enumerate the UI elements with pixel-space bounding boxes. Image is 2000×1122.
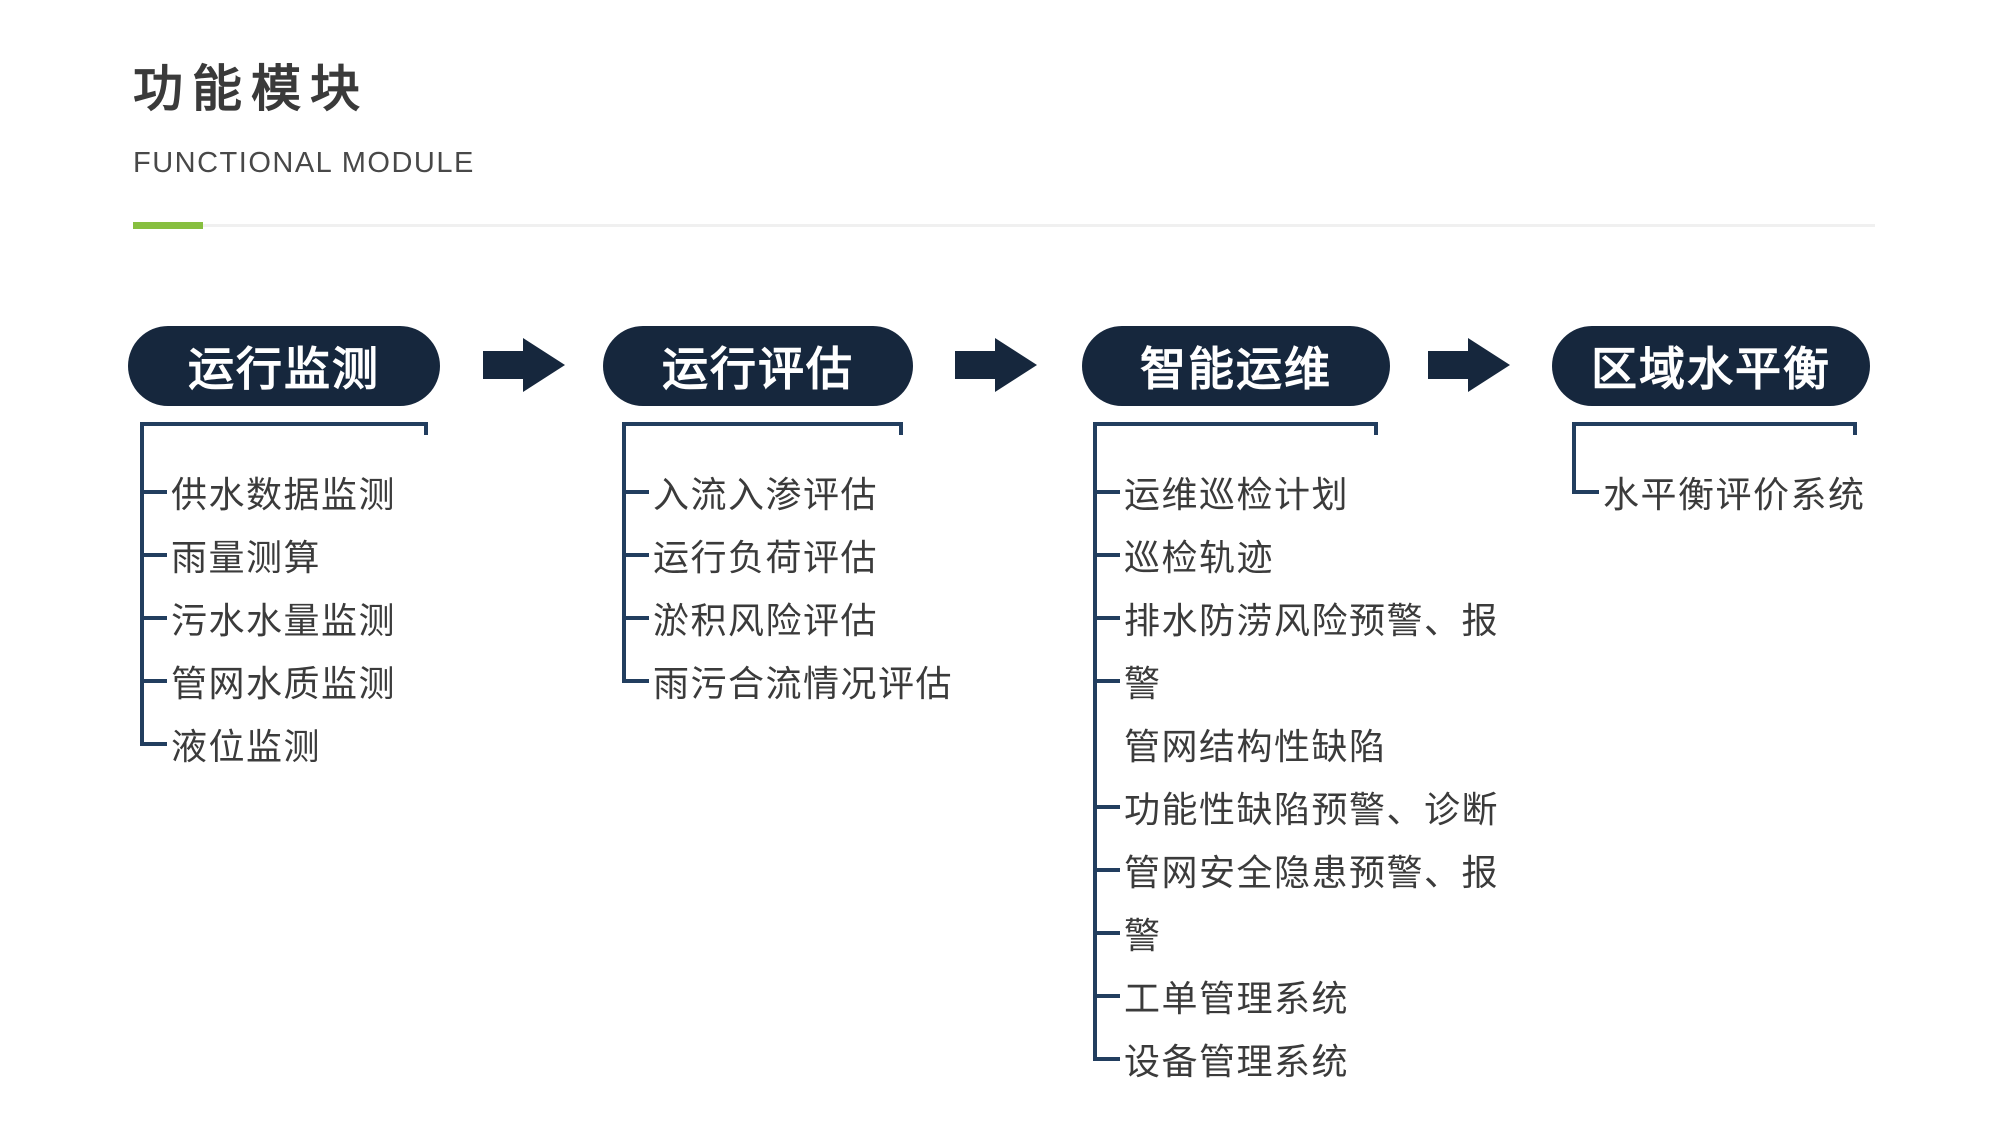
tree-item: 设备管理系统 xyxy=(1093,1027,1499,1090)
tree-bracket-line xyxy=(1093,422,1378,435)
tree-item: 淤积风险评估 xyxy=(622,586,953,649)
tick-connector xyxy=(622,615,649,620)
tree-item: 运维巡检计划 xyxy=(1093,460,1499,523)
tree-item-label: 警 xyxy=(1124,662,1162,704)
tree-item: 管网结构性缺陷 xyxy=(1093,712,1499,775)
tree-item-list: 入流入渗评估运行负荷评估淤积风险评估雨污合流情况评估 xyxy=(622,460,953,712)
tree-item: 水平衡评价系统 xyxy=(1572,460,1866,523)
tick-connector xyxy=(140,489,167,494)
module-pill-operation-monitoring: 运行监测 xyxy=(128,326,440,406)
tree-item-label: 管网水质监测 xyxy=(171,662,397,704)
tree-item: 液位监测 xyxy=(140,712,396,775)
page-subtitle: FUNCTIONAL MODULE xyxy=(133,147,475,179)
tree-item: 管网水质监测 xyxy=(140,649,396,712)
tick-connector xyxy=(140,552,167,557)
tick-connector xyxy=(1093,489,1120,494)
module-column-regional-water-balance: 区域水平衡 水平衡评价系统 xyxy=(1552,326,1870,515)
arrow-right-icon xyxy=(1428,338,1510,392)
module-pill-intelligent-om: 智能运维 xyxy=(1082,326,1390,406)
tree-item-label: 排水防涝风险预警、报 xyxy=(1124,599,1500,641)
tree-item: 工单管理系统 xyxy=(1093,964,1499,1027)
tick-connector xyxy=(140,678,167,683)
tick-connector xyxy=(1093,993,1120,998)
tick-connector xyxy=(1093,804,1120,809)
tree-item-label: 巡检轨迹 xyxy=(1124,536,1275,578)
divider-accent-bar xyxy=(133,222,203,229)
page-title: 功能模块 xyxy=(133,61,369,117)
tree-item: 运行负荷评估 xyxy=(622,523,953,586)
tree-item: 雨量测算 xyxy=(140,523,396,586)
tree-item-label: 设备管理系统 xyxy=(1124,1040,1350,1082)
module-column-operation-evaluation: 运行评估 入流入渗评估运行负荷评估淤积风险评估雨污合流情况评估 xyxy=(603,326,952,704)
tree-item-label: 液位监测 xyxy=(171,725,322,767)
arrow-right-icon xyxy=(955,338,1037,392)
tree-item-label: 污水水量监测 xyxy=(171,599,397,641)
tree-item-label: 工单管理系统 xyxy=(1124,977,1350,1019)
module-column-intelligent-om: 智能运维 运维巡检计划巡检轨迹排水防涝风险预警、报警管网结构性缺陷功能性缺陷预警… xyxy=(1082,326,1498,1082)
tree-item: 入流入渗评估 xyxy=(622,460,953,523)
tick-connector xyxy=(1093,615,1120,620)
tick-connector xyxy=(1093,552,1120,557)
tree-item: 功能性缺陷预警、诊断 xyxy=(1093,775,1499,838)
tree-item-label: 管网安全隐患预警、报 xyxy=(1124,851,1500,893)
tree-item: 供水数据监测 xyxy=(140,460,396,523)
tree-item-label: 雨污合流情况评估 xyxy=(653,662,954,704)
tree-vertical-line xyxy=(1572,422,1576,494)
tick-connector xyxy=(140,741,167,746)
tree-item: 雨污合流情况评估 xyxy=(622,649,953,712)
tree-item-label: 警 xyxy=(1124,914,1162,956)
module-column-operation-monitoring: 运行监测 供水数据监测雨量测算污水水量监测管网水质监测液位监测 xyxy=(128,326,440,767)
tree-item: 排水防涝风险预警、报 xyxy=(1093,586,1499,649)
tree-item-list: 供水数据监测雨量测算污水水量监测管网水质监测液位监测 xyxy=(140,460,396,775)
tree-item: 警 xyxy=(1093,649,1499,712)
tree-item-label: 雨量测算 xyxy=(171,536,322,578)
tick-connector xyxy=(622,678,649,683)
tree-vertical-line xyxy=(1093,422,1097,1060)
module-pill-operation-evaluation: 运行评估 xyxy=(603,326,913,406)
tree-item-label: 管网结构性缺陷 xyxy=(1124,725,1387,767)
tree-item-label: 水平衡评价系统 xyxy=(1603,473,1866,515)
tree-bracket-line xyxy=(140,422,428,435)
tree-item-label: 运维巡检计划 xyxy=(1124,473,1350,515)
tree-item-list: 水平衡评价系统 xyxy=(1572,460,1866,523)
tick-connector xyxy=(622,489,649,494)
tick-connector xyxy=(1093,930,1120,935)
tree-item: 巡检轨迹 xyxy=(1093,523,1499,586)
tree-item-label: 运行负荷评估 xyxy=(653,536,879,578)
tick-connector xyxy=(1093,678,1120,683)
arrow-right-icon xyxy=(483,338,565,392)
divider-line xyxy=(203,224,1875,227)
tick-connector xyxy=(1093,1056,1120,1061)
tree-item-label: 功能性缺陷预警、诊断 xyxy=(1124,788,1500,830)
tree-bracket-line xyxy=(622,422,903,435)
tree-item-label: 入流入渗评估 xyxy=(653,473,879,515)
tree-item-list: 运维巡检计划巡检轨迹排水防涝风险预警、报警管网结构性缺陷功能性缺陷预警、诊断管网… xyxy=(1093,460,1499,1090)
tree-item: 污水水量监测 xyxy=(140,586,396,649)
module-pill-regional-water-balance: 区域水平衡 xyxy=(1552,326,1870,406)
divider xyxy=(133,222,1875,229)
tree-item-label: 供水数据监测 xyxy=(171,473,397,515)
tree-item-label: 淤积风险评估 xyxy=(653,599,879,641)
tick-connector xyxy=(1572,489,1599,494)
tree-item: 警 xyxy=(1093,901,1499,964)
tree-vertical-line xyxy=(140,422,144,746)
tick-connector xyxy=(622,552,649,557)
tick-connector xyxy=(1093,867,1120,872)
tree-item: 管网安全隐患预警、报 xyxy=(1093,838,1499,901)
tree-bracket-line xyxy=(1572,422,1857,435)
tick-connector xyxy=(140,615,167,620)
